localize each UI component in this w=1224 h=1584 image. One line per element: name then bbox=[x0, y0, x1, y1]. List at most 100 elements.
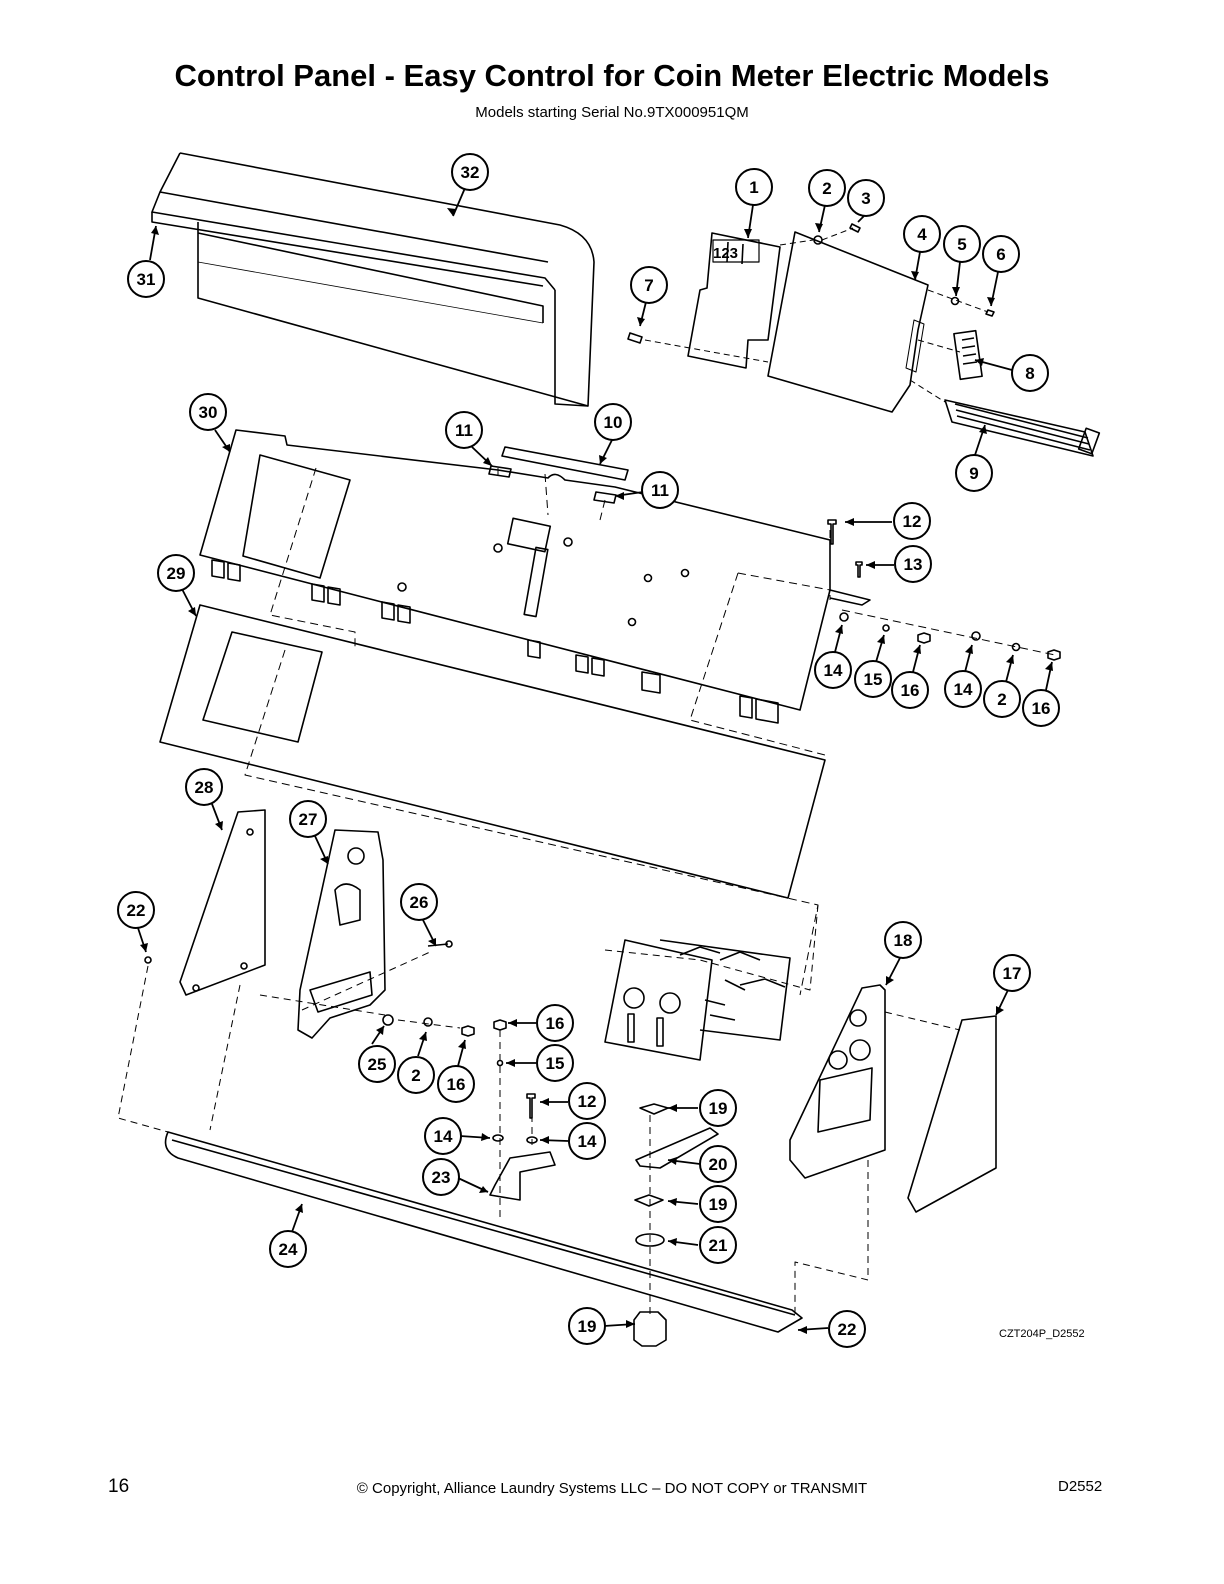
callout-number: 2 bbox=[997, 690, 1006, 709]
callout-c32: 32 bbox=[451, 153, 489, 191]
end-bracket-right bbox=[789, 984, 886, 1179]
callout-c14a: 14 bbox=[814, 651, 852, 689]
callout-circle bbox=[568, 1122, 606, 1160]
callout-c14b: 14 bbox=[944, 670, 982, 708]
callout-circle bbox=[568, 1307, 606, 1345]
nut-19b bbox=[634, 1194, 664, 1207]
callout-circle bbox=[982, 235, 1020, 273]
bracket-23 bbox=[489, 1151, 556, 1201]
callout-circle bbox=[437, 1065, 475, 1103]
callout-number: 14 bbox=[434, 1127, 453, 1146]
callout-number: 10 bbox=[604, 413, 623, 432]
callout-circle bbox=[445, 411, 483, 449]
callout-circle bbox=[424, 1117, 462, 1155]
callout-number: 21 bbox=[709, 1236, 728, 1255]
callout-c14d: 14 bbox=[568, 1122, 606, 1160]
bottom-trim bbox=[164, 1131, 803, 1333]
callout-circle bbox=[894, 545, 932, 583]
callout-circle bbox=[536, 1004, 574, 1042]
callout-number: 15 bbox=[546, 1054, 565, 1073]
callout-circle bbox=[630, 266, 668, 304]
control-board bbox=[767, 231, 929, 413]
callout-c29: 29 bbox=[157, 554, 195, 592]
callout-c30: 30 bbox=[189, 393, 227, 431]
callout-c28: 28 bbox=[185, 768, 223, 806]
callout-number: 2 bbox=[822, 179, 831, 198]
nut-19a bbox=[639, 1103, 669, 1115]
side-panel-right bbox=[907, 1015, 997, 1213]
callout-circle bbox=[944, 670, 982, 708]
display-digits-text: 123 bbox=[713, 245, 738, 262]
callout-number: 17 bbox=[1003, 964, 1022, 983]
callout-number: 19 bbox=[709, 1195, 728, 1214]
ribbon-cable bbox=[944, 399, 1101, 457]
callout-circle bbox=[127, 260, 165, 298]
callout-c5: 5 bbox=[943, 225, 981, 263]
end-bracket-left bbox=[297, 829, 386, 1039]
bezel-strip-10 bbox=[501, 446, 629, 481]
callout-c12a: 12 bbox=[893, 502, 931, 540]
callout-circle bbox=[358, 1045, 396, 1083]
callout-c21: 21 bbox=[699, 1226, 737, 1264]
callout-number: 16 bbox=[1032, 699, 1051, 718]
screw-6 bbox=[985, 309, 995, 317]
callout-number: 11 bbox=[455, 421, 473, 440]
callout-c15b: 15 bbox=[536, 1044, 574, 1082]
callout-c19a: 19 bbox=[699, 1089, 737, 1127]
callout-circle bbox=[983, 680, 1021, 718]
callout-circle bbox=[943, 225, 981, 263]
callout-circle bbox=[893, 502, 931, 540]
callout-c13: 13 bbox=[894, 545, 932, 583]
callout-leaders bbox=[137, 187, 1053, 1331]
console-cover bbox=[151, 152, 595, 407]
callout-number: 14 bbox=[824, 661, 843, 680]
callout-number: 11 bbox=[651, 481, 669, 500]
callout-circle bbox=[847, 179, 885, 217]
callout-c19c: 19 bbox=[568, 1307, 606, 1345]
callout-c25: 25 bbox=[358, 1045, 396, 1083]
callout-circle bbox=[536, 1044, 574, 1082]
callout-circle bbox=[568, 1082, 606, 1120]
side-panel-left bbox=[179, 809, 266, 996]
callout-circle bbox=[891, 671, 929, 709]
callout-c22b: 22 bbox=[828, 1310, 866, 1348]
callout-c15a: 15 bbox=[854, 660, 892, 698]
callout-circle bbox=[828, 1310, 866, 1348]
callout-c2c: 2 bbox=[397, 1056, 435, 1094]
callout-c4: 4 bbox=[903, 215, 941, 253]
callout-circle bbox=[903, 215, 941, 253]
callout-circle bbox=[189, 393, 227, 431]
washer-21 bbox=[635, 1233, 665, 1247]
callout-circle bbox=[422, 1158, 460, 1196]
callout-number: 16 bbox=[447, 1075, 466, 1094]
callout-number: 16 bbox=[901, 681, 920, 700]
callout-number: 22 bbox=[838, 1320, 857, 1339]
callout-circle bbox=[699, 1185, 737, 1223]
callout-circle bbox=[699, 1089, 737, 1127]
callout-c19b: 19 bbox=[699, 1185, 737, 1223]
callout-c16d: 16 bbox=[437, 1065, 475, 1103]
assembly-guides-bottom bbox=[117, 904, 961, 1318]
callout-number: 9 bbox=[969, 464, 978, 483]
callout-c1: 1 bbox=[735, 168, 773, 206]
callout-c14c: 14 bbox=[424, 1117, 462, 1155]
callout-circle bbox=[1022, 689, 1060, 727]
callout-circle bbox=[814, 651, 852, 689]
callout-circle bbox=[451, 153, 489, 191]
callout-c17: 17 bbox=[993, 954, 1031, 992]
figure-code: CZT204P_D2552 bbox=[999, 1328, 1085, 1340]
callout-c18: 18 bbox=[884, 921, 922, 959]
callout-number: 7 bbox=[644, 276, 653, 295]
callout-c20: 20 bbox=[699, 1145, 737, 1183]
callout-number: 3 bbox=[861, 189, 870, 208]
callout-circle bbox=[117, 891, 155, 929]
callout-c26: 26 bbox=[400, 883, 438, 921]
coin-meter-assembly bbox=[604, 939, 791, 1061]
callout-number: 16 bbox=[546, 1014, 565, 1033]
callout-number: 4 bbox=[917, 225, 927, 244]
leader-arrowheads bbox=[140, 208, 1053, 1334]
mounting-panel bbox=[199, 429, 871, 724]
callout-number: 24 bbox=[279, 1240, 298, 1259]
standoff-7 bbox=[627, 332, 643, 344]
